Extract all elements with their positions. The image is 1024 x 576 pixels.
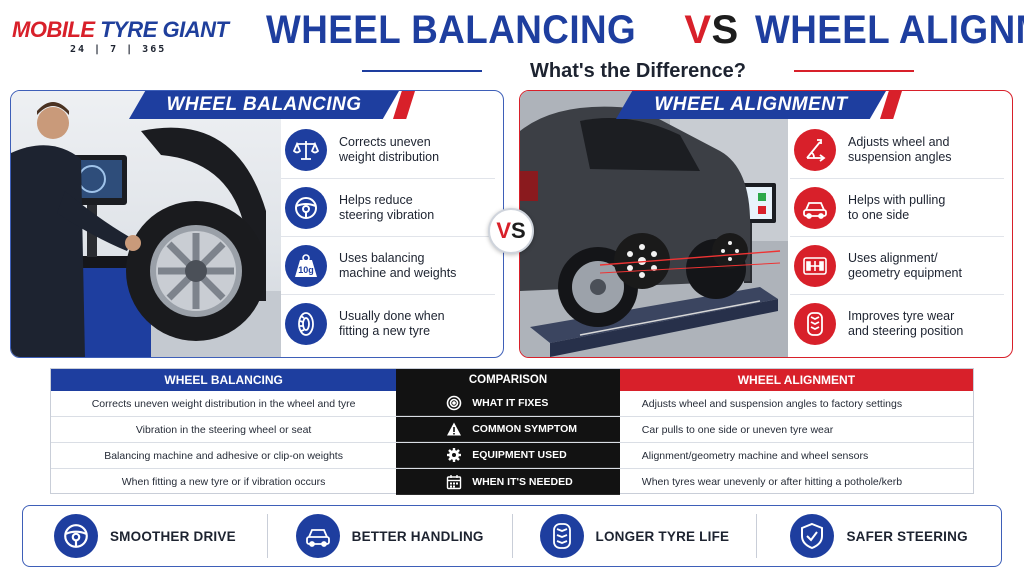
comparison-cell: WHAT IT FIXES: [396, 391, 620, 416]
comparison-cell: COMMON SYMPTOM: [396, 417, 620, 442]
balancing-feature: 10g Uses balancing machine and weights: [281, 237, 495, 295]
feature-label: Corrects uneven weight distribution: [339, 134, 440, 164]
brand-name-blue: TYRE GIANT: [100, 17, 229, 42]
comparison-label: WHAT IT FIXES: [472, 397, 549, 409]
alignment-cell: When tyres wear unevenly or after hittin…: [641, 476, 903, 488]
feature-label: Adjusts wheel and suspension angles: [848, 134, 952, 164]
benefit-item: BETTER HANDLING: [266, 514, 512, 558]
title-balancing: WHEEL BALANCING: [266, 7, 637, 52]
brand-name: MOBILE TYRE GIANT: [12, 18, 232, 42]
comparison-cell: EQUIPMENT USED: [396, 443, 620, 468]
tyre-icon: [285, 303, 327, 345]
brand-name-red: MOBILE: [12, 17, 95, 42]
alignment-feature: Helps with pulling to one side: [790, 179, 1004, 237]
subtitle-row: What's the Difference?: [362, 60, 914, 84]
balancing-cell: When fitting a new tyre or if vibration …: [121, 476, 326, 488]
alignment-features: Adjusts wheel and suspension angles Help…: [790, 121, 1004, 353]
header-alignment: WHEEL ALIGNMENT: [619, 369, 973, 391]
balancing-feature: Usually done when fitting a new tyre: [281, 295, 495, 353]
gear-icon: [446, 447, 462, 463]
header-balancing: WHEEL BALANCING: [51, 369, 397, 391]
weight-10g-icon: 10g: [285, 244, 327, 287]
balancing-feature: Helps reduce steering vibration: [281, 179, 495, 237]
header-comparison: COMPARISON: [396, 369, 620, 391]
brand-logo: MOBILE TYRE GIANT 24 | 7 | 365: [12, 18, 232, 56]
alignment-feature: Adjusts wheel and suspension angles: [790, 121, 1004, 179]
benefit-item: LONGER TYRE LIFE: [511, 514, 757, 558]
tyre-tread-icon: [794, 303, 836, 345]
alignment-equipment-icon: [794, 244, 836, 287]
alignment-cell: Adjusts wheel and suspension angles to f…: [641, 397, 903, 410]
feature-label: Helps with pulling to one side: [848, 192, 946, 222]
balancing-panel: WHEEL BALANCING Corrects uneven weight d…: [10, 90, 504, 358]
alignment-rig-illustration: [520, 91, 788, 357]
benefit-label: SAFER STEERING: [846, 528, 968, 544]
alignment-cell: Alignment/geometry machine and wheel sen…: [641, 449, 869, 462]
shield-check-icon: [790, 514, 835, 558]
benefit-label: BETTER HANDLING: [351, 528, 484, 544]
steering-wheel-icon: [53, 514, 98, 558]
steering-wheel-icon: [285, 186, 327, 229]
page-subtitle: What's the Difference?: [530, 60, 746, 82]
alignment-panel: WHEEL ALIGNMENT Adjusts wheel and suspen…: [519, 90, 1013, 358]
title-vs: VS: [684, 8, 738, 53]
vs-badge-v: V: [496, 218, 511, 243]
comparison-label: WHEN IT'S NEEDED: [472, 475, 573, 488]
scales-icon: [285, 128, 327, 171]
weight-10g-label: 10g: [298, 265, 314, 275]
table-row: When fitting a new tyre or if vibration …: [51, 469, 973, 495]
subtitle-rule-left: [362, 70, 482, 72]
balancing-banner: WHEEL BALANCING: [129, 91, 399, 119]
alignment-feature: Improves tyre wear and steering position: [790, 295, 1004, 353]
benefit-label: SMOOTHER DRIVE: [109, 528, 236, 544]
comparison-cell: WHEN IT'S NEEDED: [396, 469, 620, 495]
tyre-icon: [539, 514, 584, 558]
feature-label: Usually done when fitting a new tyre: [339, 309, 445, 338]
benefits-bar: SMOOTHER DRIVE BETTER HANDLING LONGER TY…: [22, 505, 1002, 567]
calendar-icon: [446, 474, 462, 490]
title-alignment: WHEEL ALIGNMENT: [754, 7, 1024, 52]
balancing-cell: Vibration in the steering wheel or seat: [135, 423, 312, 436]
feature-label: Uses balancing machine and weights: [339, 250, 457, 280]
title-vs-v: V: [684, 7, 712, 52]
balancing-photo: [11, 91, 281, 357]
benefit-item: SAFER STEERING: [756, 514, 1001, 558]
vs-badge-s: S: [511, 218, 526, 243]
brand-tagline: 24 | 7 | 365: [70, 44, 167, 55]
subtitle-rule-right: [794, 70, 914, 72]
alignment-cell: Car pulls to one side or uneven tyre wea…: [641, 423, 834, 436]
alignment-banner: WHEEL ALIGNMENT: [616, 91, 886, 119]
balancing-cell: Balancing machine and adhesive or clip-o…: [104, 449, 343, 462]
table-row: Balancing machine and adhesive or clip-o…: [51, 443, 973, 469]
benefit-label: LONGER TYRE LIFE: [595, 528, 730, 544]
title-vs-s: S: [711, 7, 739, 52]
benefit-item: SMOOTHER DRIVE: [23, 514, 267, 558]
balancing-cell: Corrects uneven weight distribution in t…: [91, 397, 356, 410]
alignment-photo: [520, 91, 788, 357]
table-row: Corrects uneven weight distribution in t…: [51, 391, 973, 417]
car-pull-icon: [794, 186, 836, 229]
balancing-machine-illustration: [11, 102, 281, 357]
angle-icon: [794, 128, 836, 171]
warning-icon: [446, 421, 462, 437]
balancing-feature: Corrects uneven weight distribution: [281, 121, 495, 179]
comparison-label: COMMON SYMPTOM: [472, 423, 577, 435]
feature-label: Improves tyre wear and steering position: [848, 309, 964, 338]
table-header-row: WHEEL BALANCING COMPARISON WHEEL ALIGNME…: [51, 369, 973, 391]
feature-label: Uses alignment/ geometry equipment: [848, 250, 962, 280]
comparison-label: EQUIPMENT USED: [472, 449, 567, 461]
balancing-features: Corrects uneven weight distribution Help…: [281, 121, 495, 353]
page-title: WHEEL BALANCING VS WHEEL ALIGNMENT: [266, 2, 1024, 58]
feature-label: Helps reduce steering vibration: [339, 192, 435, 222]
table-row: Vibration in the steering wheel or seat …: [51, 417, 973, 443]
car-icon: [295, 514, 340, 558]
comparison-table: WHEEL BALANCING COMPARISON WHEEL ALIGNME…: [50, 368, 974, 495]
target-icon: [446, 395, 462, 411]
alignment-feature: Uses alignment/ geometry equipment: [790, 237, 1004, 295]
